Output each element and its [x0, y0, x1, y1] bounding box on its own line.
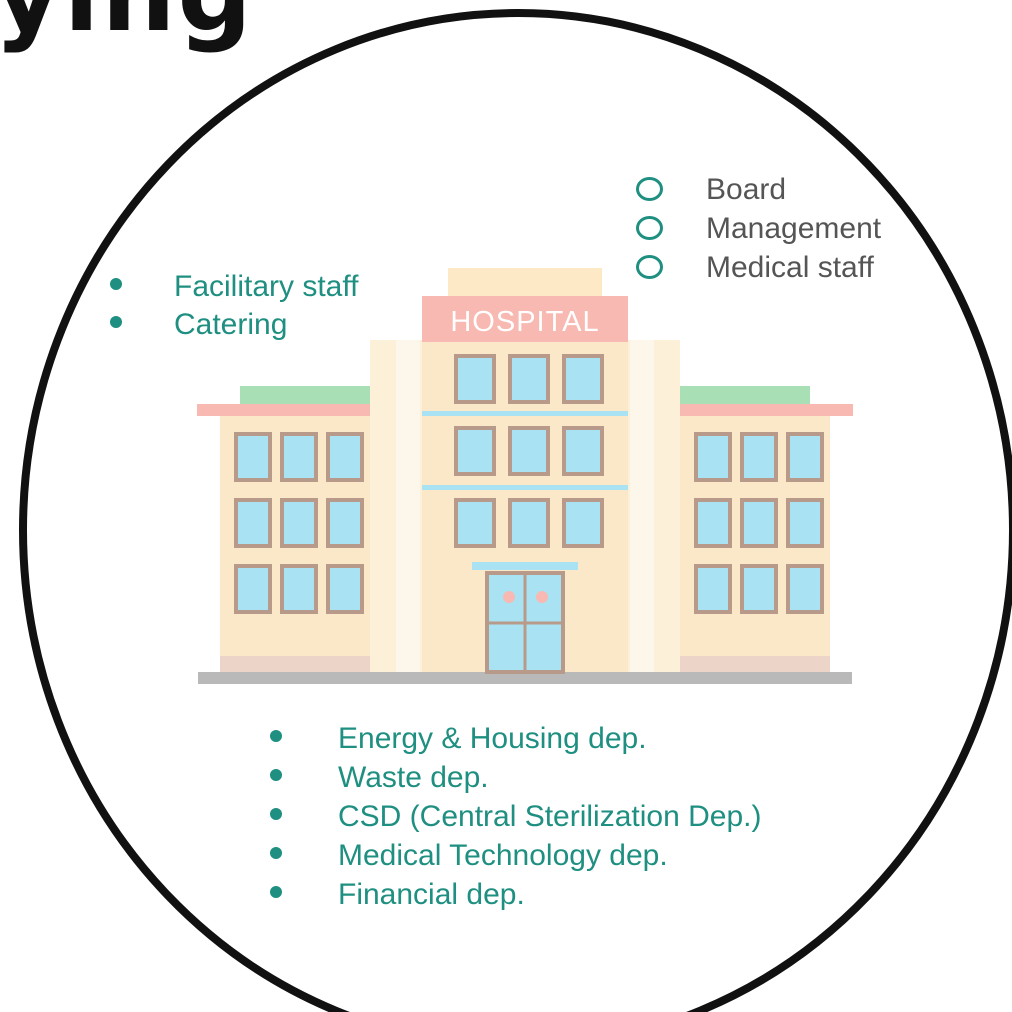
- hollow-circle-icon: [636, 177, 663, 201]
- window-pane: [740, 564, 778, 614]
- department-item-text: Medical Technology dep.: [338, 839, 668, 872]
- support-item-text: Facilitary staff: [174, 270, 359, 303]
- bullet-dot-icon: [270, 730, 282, 742]
- window-pane: [234, 432, 272, 482]
- department-item-text: Energy & Housing dep.: [338, 722, 647, 755]
- central-top: [448, 268, 602, 298]
- governance-list: Board Management Medical staff: [636, 170, 881, 287]
- left-wing-base: [220, 656, 370, 672]
- window-pane: [280, 498, 318, 548]
- support-services-list: Facilitary staff Catering: [110, 268, 359, 344]
- governance-item-text: Management: [706, 212, 882, 245]
- window-pane: [508, 498, 550, 548]
- central-ledge-1: [422, 411, 628, 416]
- bullet-dot-icon: [270, 847, 282, 859]
- departments-list: Energy & Housing dep. Waste dep. CSD (Ce…: [266, 719, 761, 914]
- list-item: Waste dep.: [266, 758, 761, 797]
- right-tower-pillar: [630, 340, 654, 672]
- support-item-text: Catering: [174, 308, 288, 341]
- window-pane: [786, 498, 824, 548]
- governance-item-text: Board: [706, 173, 787, 206]
- bullet-dot-icon: [110, 316, 122, 328]
- bullet-dot-icon: [270, 886, 282, 898]
- bullet-dot-icon: [270, 769, 282, 781]
- bullet-dot-icon: [270, 808, 282, 820]
- slide-title-fragment: ying: [0, 0, 254, 46]
- left-wing-roof: [240, 386, 370, 404]
- window-pane: [454, 498, 496, 548]
- window-pane: [234, 498, 272, 548]
- window-pane: [326, 498, 364, 548]
- window-pane: [234, 564, 272, 614]
- window-pane: [326, 564, 364, 614]
- left-tower-pillar: [396, 340, 420, 672]
- window-pane: [786, 564, 824, 614]
- list-item: Financial dep.: [266, 875, 761, 914]
- window-pane: [562, 354, 604, 404]
- window-pane: [508, 354, 550, 404]
- window-pane: [562, 498, 604, 548]
- window-pane: [562, 426, 604, 476]
- door-canopy: [472, 562, 578, 570]
- window-pane: [508, 426, 550, 476]
- department-item-text: Financial dep.: [338, 878, 525, 911]
- hollow-circle-icon: [636, 255, 663, 279]
- window-pane: [454, 354, 496, 404]
- governance-item-text: Medical staff: [706, 251, 874, 284]
- central-ledge-2: [422, 485, 628, 490]
- window-pane: [694, 564, 732, 614]
- hospital-sign: [422, 296, 628, 342]
- window-pane: [326, 432, 364, 482]
- department-item-text: Waste dep.: [338, 761, 489, 794]
- door-cross-right: [536, 591, 548, 603]
- list-item: Catering: [110, 306, 359, 344]
- ground-strip: [198, 672, 852, 684]
- window-pane: [694, 432, 732, 482]
- hospital-sign-text: HOSPITAL: [450, 306, 599, 338]
- list-item: Management: [636, 209, 881, 248]
- window-pane: [280, 564, 318, 614]
- list-item: Medical Technology dep.: [266, 836, 761, 875]
- hollow-circle-icon: [636, 216, 663, 240]
- right-wing-eave: [680, 404, 853, 416]
- list-item: CSD (Central Sterilization Dep.): [266, 797, 761, 836]
- list-item: Medical staff: [636, 248, 881, 287]
- door-cross-left: [503, 591, 515, 603]
- right-wing-roof: [680, 386, 810, 404]
- window-grid: [234, 354, 824, 614]
- window-pane: [280, 432, 318, 482]
- window-pane: [786, 432, 824, 482]
- left-wing-eave: [197, 404, 370, 416]
- list-item: Energy & Housing dep.: [266, 719, 761, 758]
- department-item-text: CSD (Central Sterilization Dep.): [338, 800, 762, 833]
- list-item: Facilitary staff: [110, 268, 359, 306]
- window-pane: [454, 426, 496, 476]
- list-item: Board: [636, 170, 881, 209]
- window-pane: [694, 498, 732, 548]
- bullet-dot-icon: [110, 278, 122, 290]
- window-pane: [740, 432, 778, 482]
- right-wing-base: [680, 656, 830, 672]
- window-pane: [740, 498, 778, 548]
